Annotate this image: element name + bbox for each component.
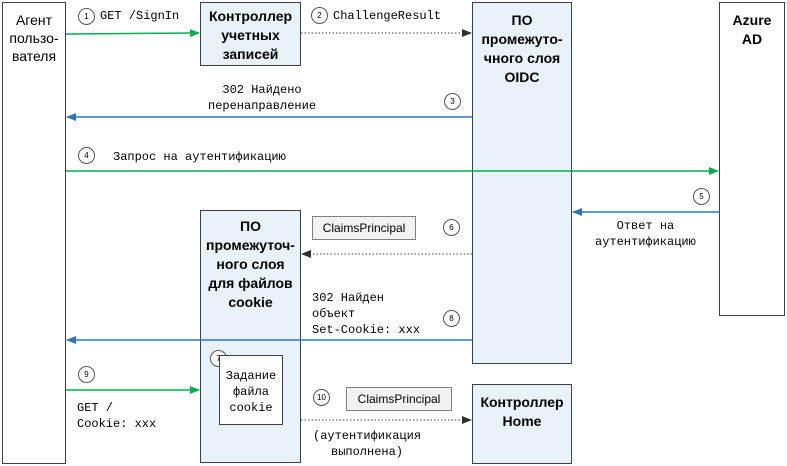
user-agent-label: Агент пользо- вателя: [9, 12, 59, 64]
step-7-label: Задание файла cookie: [225, 369, 277, 415]
step-5-label: Ответ на аутентификацию: [595, 219, 696, 249]
step-3-badge: 3: [444, 93, 461, 110]
step-3-label: 302 Найдено перенаправление: [208, 83, 317, 113]
step-1-badge: 1: [78, 8, 95, 25]
step-1-label: GET /SignIn: [100, 9, 180, 23]
step-9-label: GET / Cookie: xxx: [77, 401, 157, 431]
account-controller-label: Контроллер учетных записей: [208, 8, 293, 62]
step-6-claims-principal: ClaimsPrincipal: [312, 216, 416, 240]
step-10-badge: 10: [313, 389, 330, 406]
step-10-claims-principal: ClaimsPrincipal: [346, 387, 452, 411]
home-controller-box: Контроллер Home: [472, 384, 572, 464]
step-4-label: Запрос на аутентификацию: [113, 150, 286, 164]
step-6-badge: 6: [443, 219, 460, 236]
step-2-badge: 2: [311, 7, 328, 24]
step-10-note: (аутентификация выполнена): [313, 429, 422, 459]
home-controller-label: Контроллер Home: [480, 394, 564, 429]
step-4-badge: 4: [78, 147, 95, 164]
cookie-middleware-label: ПО промежуточ- ного слоя для файлов cook…: [206, 218, 295, 310]
step-8-badge: 8: [443, 310, 460, 327]
step-2-label: ChallengeResult: [333, 9, 442, 23]
step-5-badge: 5: [693, 188, 710, 205]
step-9-badge: 9: [78, 366, 95, 383]
arrow-1: [65, 29, 200, 38]
azure-ad-box: Azure AD: [719, 2, 785, 316]
user-agent-box: Агент пользо- вателя: [2, 2, 66, 464]
oidc-middleware-box: ПО промежуто- чного слоя OIDC: [472, 2, 572, 364]
oidc-middleware-label: ПО промежуто- чного слоя OIDC: [481, 12, 563, 85]
azure-ad-label: Azure AD: [732, 12, 772, 47]
set-cookie-box: Задание файла cookie: [219, 355, 283, 425]
account-controller-box: Контроллер учетных записей: [200, 2, 301, 66]
step-8-label: 302 Найден объект Set-Cookie: xxx: [312, 291, 421, 337]
